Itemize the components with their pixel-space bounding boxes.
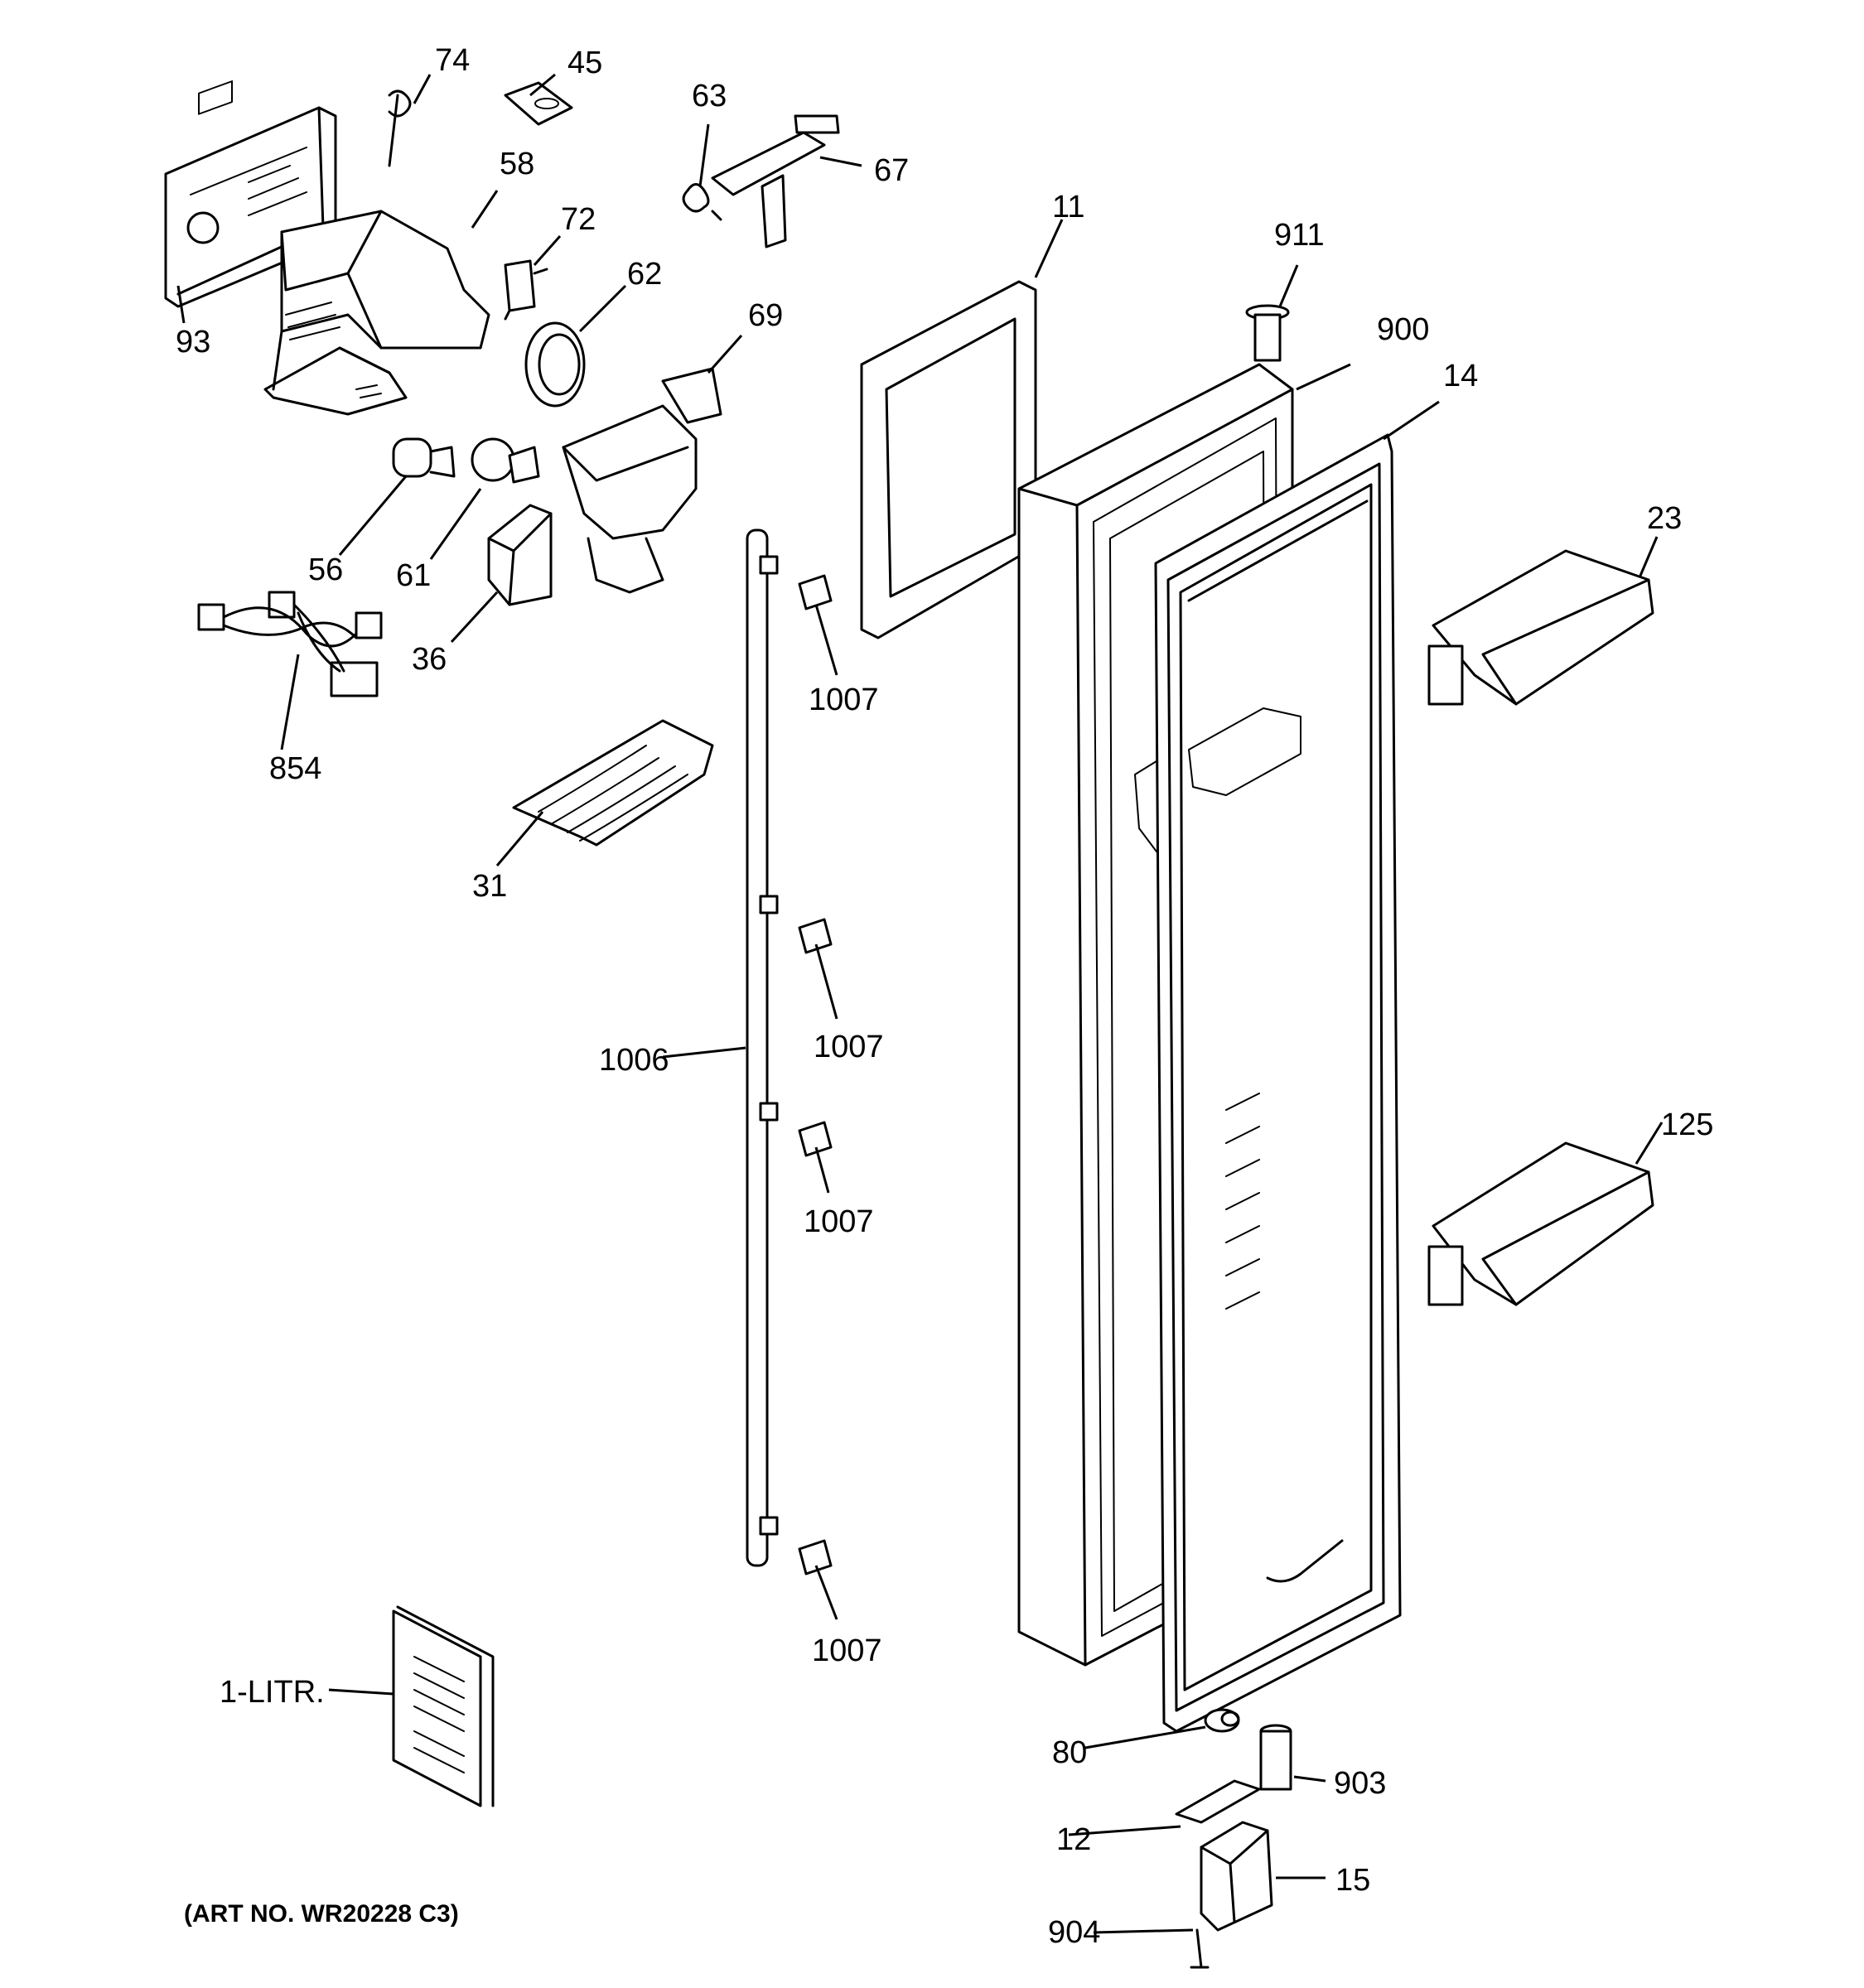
- label-1007-a: 1007: [809, 683, 879, 717]
- part-854-wire-harness: [197, 591, 383, 697]
- label-1007-c: 1007: [804, 1204, 874, 1239]
- label-62: 62: [627, 257, 662, 292]
- label-1007-d: 1007: [812, 1633, 882, 1668]
- label-23: 23: [1647, 501, 1682, 536]
- part-125-door-bin: [1427, 1141, 1654, 1306]
- label-1007-b: 1007: [814, 1030, 884, 1064]
- label-1006: 1006: [599, 1043, 669, 1078]
- art-number-note: (ART NO. WR20228 C3): [184, 1900, 459, 1928]
- label-854: 854: [269, 751, 321, 786]
- part-45-bracket: [504, 81, 573, 126]
- part-903-hinge-pin: [1259, 1724, 1292, 1791]
- label-58: 58: [500, 147, 534, 181]
- label-12: 12: [1056, 1822, 1091, 1857]
- part-12-shim: [1175, 1779, 1261, 1824]
- part-62-ring: [524, 321, 586, 408]
- label-903: 903: [1334, 1766, 1386, 1801]
- label-72: 72: [561, 202, 596, 237]
- label-11: 11: [1052, 190, 1084, 224]
- label-74: 74: [435, 43, 470, 78]
- part-1007-clips: [798, 574, 833, 1575]
- part-11-inner-panel: [860, 280, 1037, 639]
- part-72-switch: [504, 259, 548, 321]
- part-14-gasket: [1154, 433, 1402, 1733]
- label-56: 56: [308, 552, 343, 587]
- part-904-screw: [1190, 1928, 1210, 1969]
- part-80-bushing: [1204, 1708, 1240, 1733]
- label-14: 14: [1443, 359, 1478, 393]
- part-56-lamp: [392, 437, 456, 478]
- part-74-spring: [388, 89, 412, 167]
- part-1006-rod: [746, 528, 779, 1567]
- label-69: 69: [748, 298, 783, 333]
- label-67: 67: [874, 153, 909, 188]
- label-15: 15: [1335, 1863, 1370, 1898]
- part-15-hinge: [1200, 1821, 1273, 1932]
- part-911-bushing: [1245, 304, 1290, 362]
- part-1-litr-literature: [392, 1605, 495, 1807]
- part-23-door-bin: [1427, 549, 1654, 706]
- leader-lines: [176, 73, 1664, 1934]
- label-93: 93: [176, 325, 210, 359]
- part-67-actuator: [711, 114, 840, 248]
- part-69-ice-chute: [562, 367, 722, 594]
- label-61: 61: [396, 558, 431, 593]
- part-31-ice-tray: [512, 719, 714, 847]
- part-36-bracket: [487, 504, 553, 606]
- part-61-socket: [471, 437, 540, 484]
- label-31: 31: [472, 869, 507, 904]
- label-125: 125: [1661, 1107, 1713, 1142]
- part-63-spring: [682, 183, 722, 221]
- label-911: 911: [1274, 218, 1325, 253]
- label-45: 45: [567, 46, 602, 80]
- label-900: 900: [1377, 312, 1429, 347]
- label-80: 80: [1052, 1735, 1087, 1770]
- part-labels: 74 45 63 67 58 72 62 93 69 11 911 900 14…: [176, 43, 1713, 1950]
- label-1-litr: 1-LITR.: [220, 1675, 325, 1710]
- label-904: 904: [1048, 1915, 1100, 1950]
- part-58-dispenser-housing: [263, 210, 490, 416]
- label-36: 36: [412, 642, 447, 677]
- label-63: 63: [692, 79, 727, 113]
